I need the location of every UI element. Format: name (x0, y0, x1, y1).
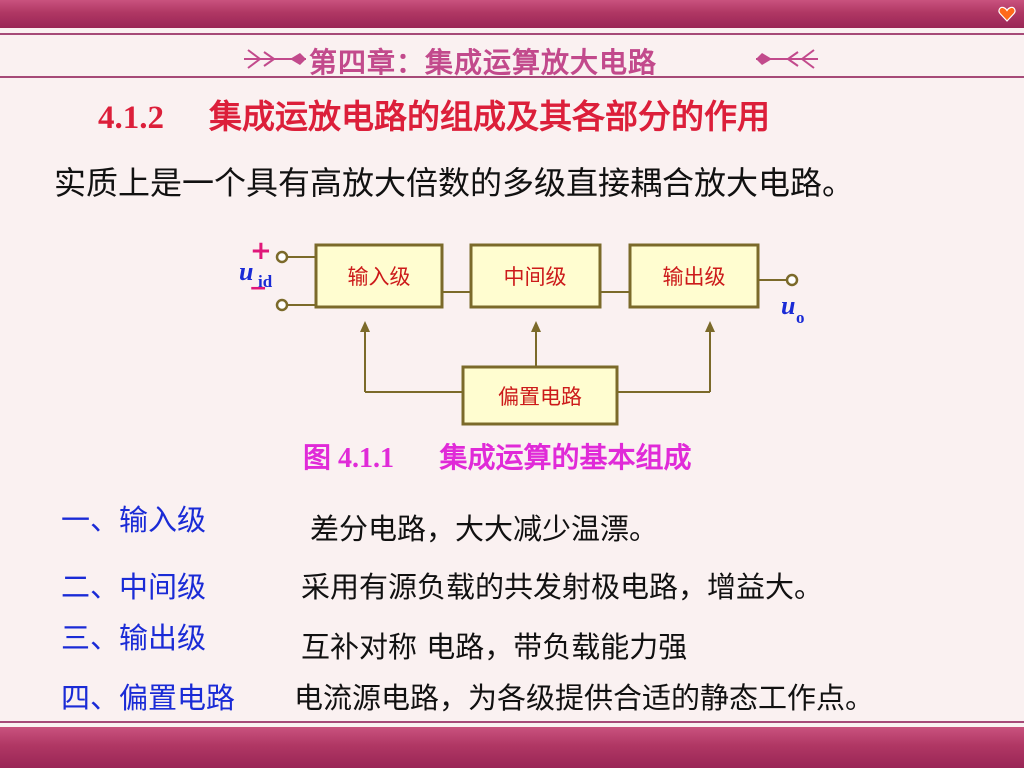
item-desc-input-stage: 差分电路，大大减少温漂。 (310, 512, 659, 546)
input-voltage-symbol: u (239, 257, 253, 286)
input-minus-sign: − (249, 276, 267, 301)
middle-stage-block (469, 243, 602, 309)
output-voltage-subscript: o (796, 308, 805, 327)
top-divider-line (0, 33, 1024, 35)
item-label-middle-stage: 二、中间级 (61, 570, 207, 604)
item-desc-output-stage: 互补对称 电路，带负载能力强 (301, 630, 688, 664)
section-title: 4.1.2 集成运放电路的组成及其各部分的作用 (98, 90, 770, 138)
item-desc-middle-stage: 采用有源负载的共发射极电路，增益大。 (301, 570, 824, 604)
right-ornament-icon (756, 49, 818, 69)
item-label-bias-circuit: 四、偏置电路 (61, 681, 236, 715)
heart-icon[interactable] (997, 4, 1017, 24)
section-number: 4.1.2 (98, 100, 164, 136)
item-desc-bias-circuit: 电流源电路，为各级提供合适的静态工作点。 (294, 681, 875, 715)
chapter-title: 第四章：集成运算放大电路 (309, 46, 658, 79)
input-minus-terminal (275, 298, 289, 312)
output-stage-label: 输出级 (663, 265, 726, 289)
figure-caption-text: 集成运算的基本组成 (439, 441, 692, 474)
input-plus-terminal (275, 250, 289, 264)
item-label-output-stage: 三、输出级 (61, 621, 207, 655)
bias-circuit-label: 偏置电路 (498, 385, 582, 409)
bottom-band (0, 727, 1024, 768)
section-title-text: 集成运放电路的组成及其各部分的作用 (209, 97, 770, 136)
input-plus-sign: + (250, 236, 272, 266)
intro-text: 实质上是一个具有高放大倍数的多级直接耦合放大电路。 (54, 164, 855, 202)
input-stage-block (314, 243, 444, 309)
bias-circuit-block (461, 365, 619, 426)
input-stage-label: 输入级 (348, 265, 411, 289)
top-band (0, 0, 1024, 28)
middle-stage-label: 中间级 (504, 265, 567, 289)
item-label-input-stage: 一、输入级 (61, 503, 207, 537)
output-terminal (785, 273, 799, 287)
figure-caption: 图 4.1.1 集成运算的基本组成 (303, 436, 692, 476)
figure-number: 图 4.1.1 (303, 443, 395, 474)
output-voltage-symbol: u (781, 291, 795, 320)
block-diagram: 输入级 中间级 输出级 偏置电路 + u id − u o (239, 236, 805, 426)
bottom-divider-line (0, 721, 1024, 723)
header-divider-line (0, 76, 1024, 78)
output-stage-block (628, 243, 760, 309)
input-voltage-subscript: id (258, 272, 273, 291)
left-ornament-icon (244, 49, 306, 69)
